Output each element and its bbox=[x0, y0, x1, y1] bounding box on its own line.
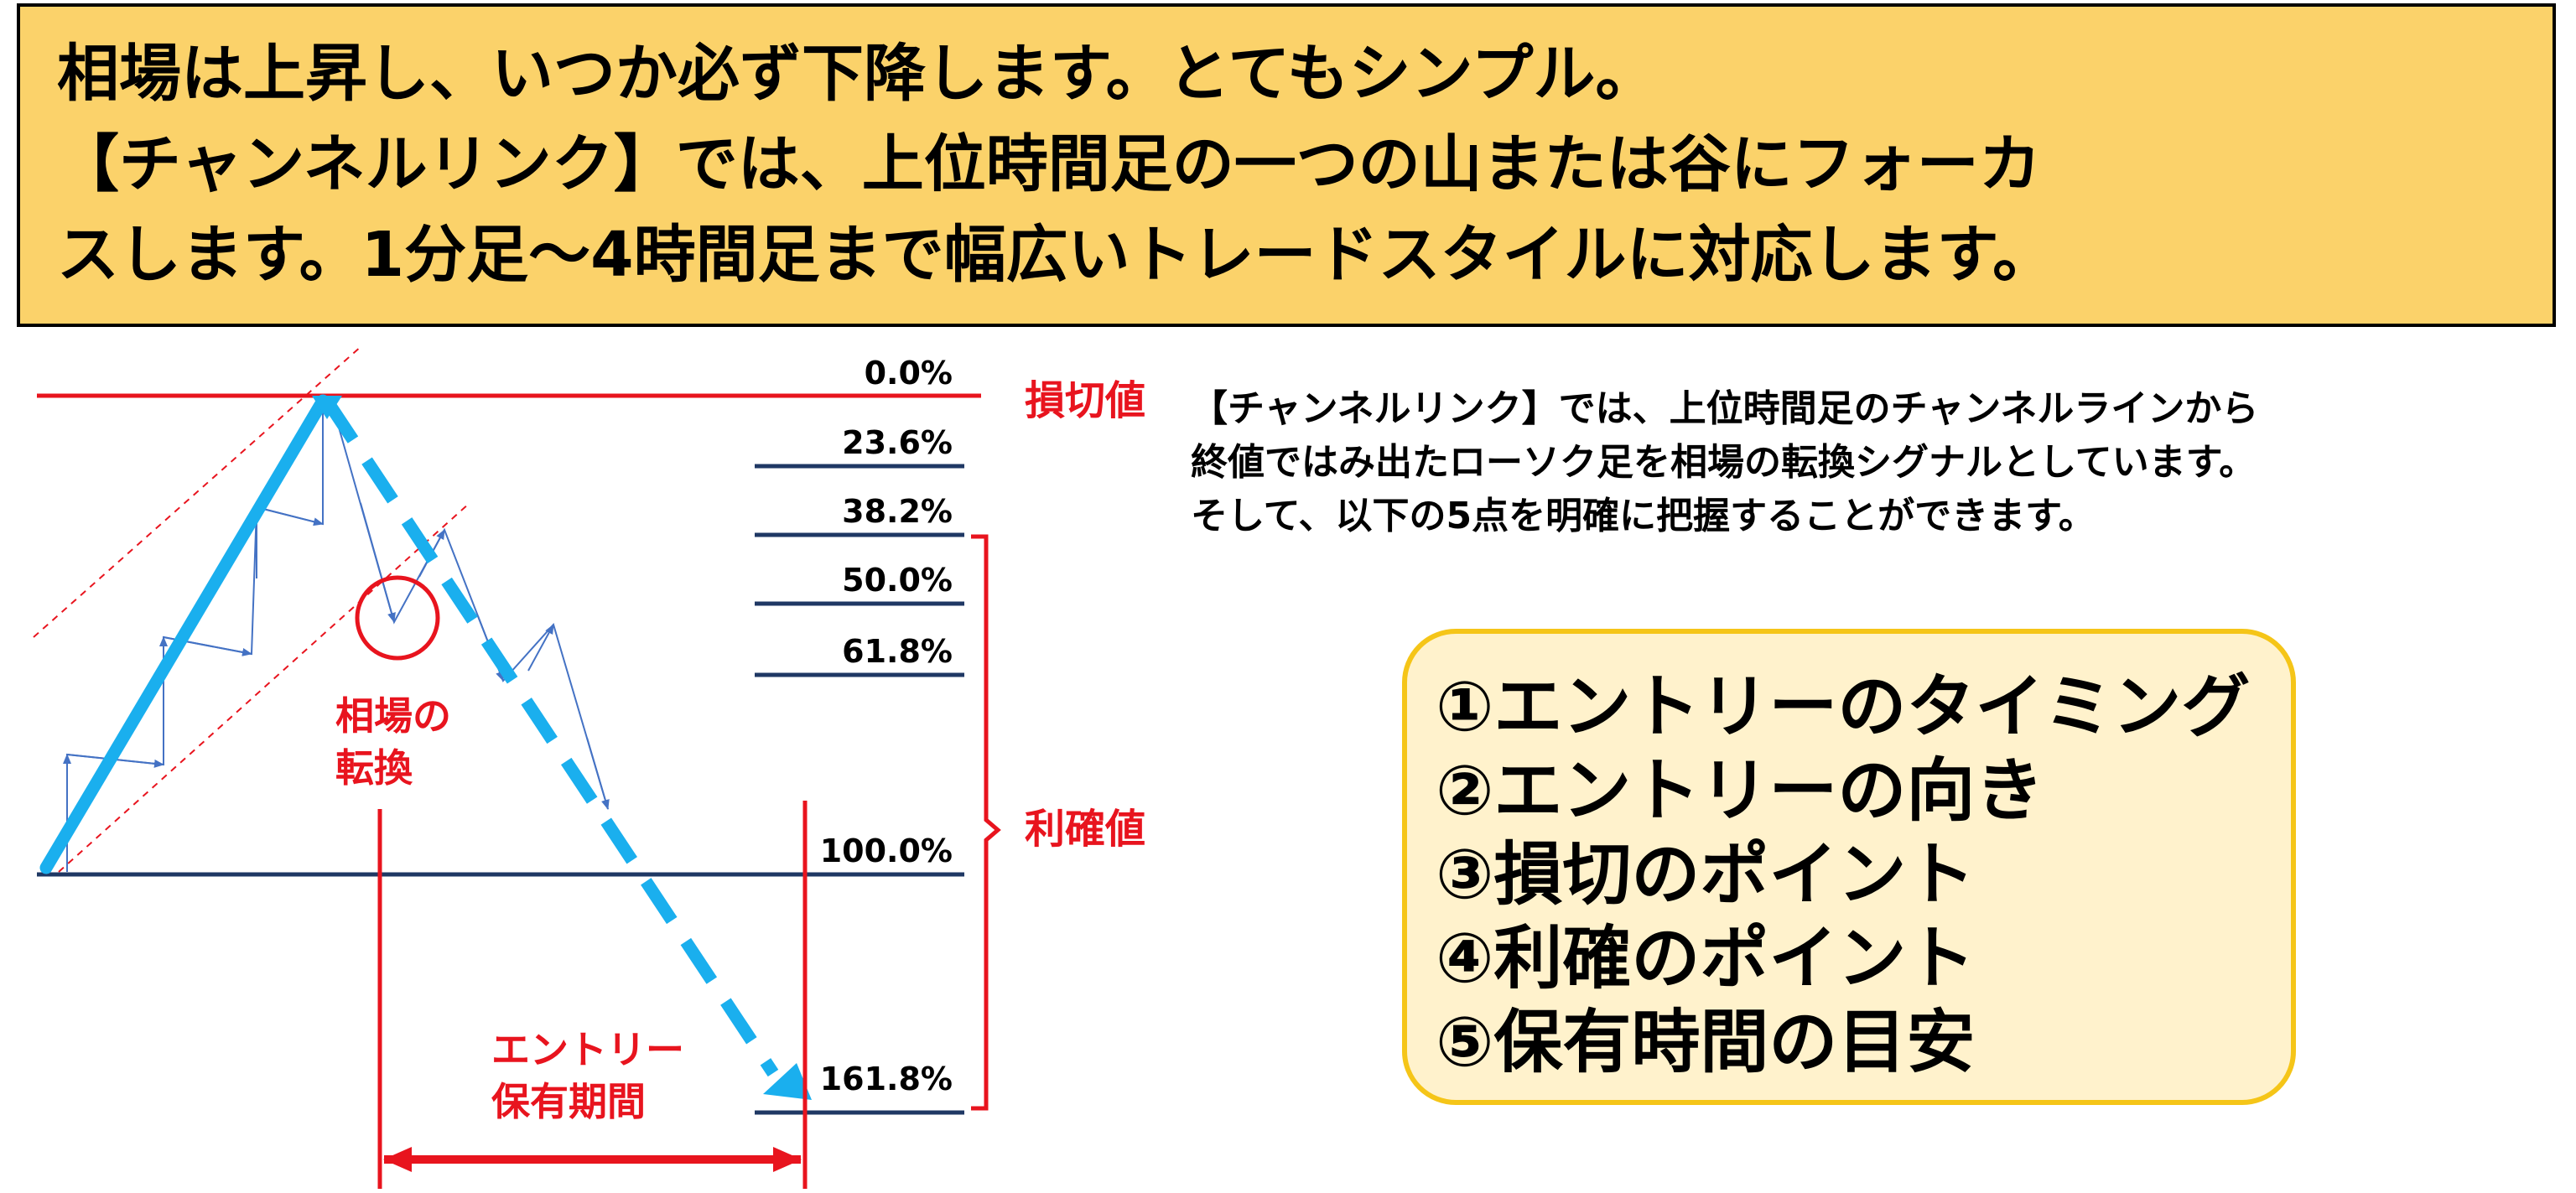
take-profit-label: 利確値 bbox=[1025, 806, 1145, 853]
description-line-3: そして、以下の5点を明確に把握することができます。 bbox=[1191, 495, 2096, 537]
main-peak-cap bbox=[312, 396, 342, 419]
holding-label-line-2: 保有期間 bbox=[491, 1079, 646, 1124]
channel-line-lower bbox=[58, 502, 470, 873]
key-point-5: ⑤保有時間の目安 bbox=[1436, 1003, 1976, 1082]
key-points-box: ①エントリーのタイミング ②エントリーの向き ③損切のポイント ④利確のポイント… bbox=[1402, 629, 2296, 1105]
reversal-circle bbox=[355, 575, 440, 661]
fib-label-0: 0.0% bbox=[865, 355, 953, 392]
headline-line-3: スします。1分足～4時間足まで幅広いトレードスタイルに対応します。 bbox=[57, 219, 2055, 291]
wave-up-arrow-5 bbox=[527, 624, 554, 672]
fib-label-38: 38.2% bbox=[842, 493, 953, 530]
headline-line-1: 相場は上昇し、いつか必ず下降します。とてもシンプル。 bbox=[57, 38, 1658, 110]
description-text: 【チャンネルリンク】では、上位時間足のチャンネルラインから 終値ではみ出たローソ… bbox=[1191, 382, 2566, 543]
main-downtrend bbox=[321, 397, 779, 1077]
reversal-label-line-1: 相場の bbox=[335, 693, 451, 739]
holding-label-line-1: エントリー bbox=[491, 1027, 684, 1072]
key-point-3: ③損切のポイント bbox=[1436, 835, 1976, 915]
fib-label-61: 61.8% bbox=[842, 633, 953, 670]
headline-line-2: 【チャンネルリンク】では、上位時間足の一つの山または谷にフォーカ bbox=[57, 128, 2041, 200]
take-profit-bracket bbox=[971, 534, 1001, 1111]
fib-label-100: 100.0% bbox=[820, 833, 953, 869]
main-downtrend-arrowhead bbox=[763, 1063, 812, 1100]
reversal-label-line-2: 転換 bbox=[335, 745, 413, 791]
wave-down-arrow-3 bbox=[586, 737, 610, 810]
channel-line-upper bbox=[33, 345, 363, 638]
key-point-2: ②エントリーの向き bbox=[1436, 751, 2044, 831]
stop-loss-label: 損切値 bbox=[1025, 377, 1145, 424]
wave-side-arrow-3 bbox=[256, 506, 324, 526]
headline-banner: 相場は上昇し、いつか必ず下降します。とてもシンプル。 【チャンネルリンク】では、… bbox=[17, 3, 2556, 327]
main-uptrend bbox=[39, 394, 330, 874]
key-point-4: ④利確のポイント bbox=[1436, 919, 1976, 998]
fib-label-23: 23.6% bbox=[842, 424, 953, 461]
wave-down-arrow-1 bbox=[360, 502, 396, 623]
description-line-1: 【チャンネルリンク】では、上位時間足のチャンネルラインから bbox=[1191, 387, 2259, 430]
fib-label-161: 161.8% bbox=[820, 1061, 953, 1097]
fib-label-50: 50.0% bbox=[842, 562, 953, 599]
description-line-2: 終値ではみ出たローソク足を相場の転換シグナルとしています。 bbox=[1191, 441, 2257, 484]
key-point-1: ①エントリーのタイミング bbox=[1436, 667, 2251, 747]
